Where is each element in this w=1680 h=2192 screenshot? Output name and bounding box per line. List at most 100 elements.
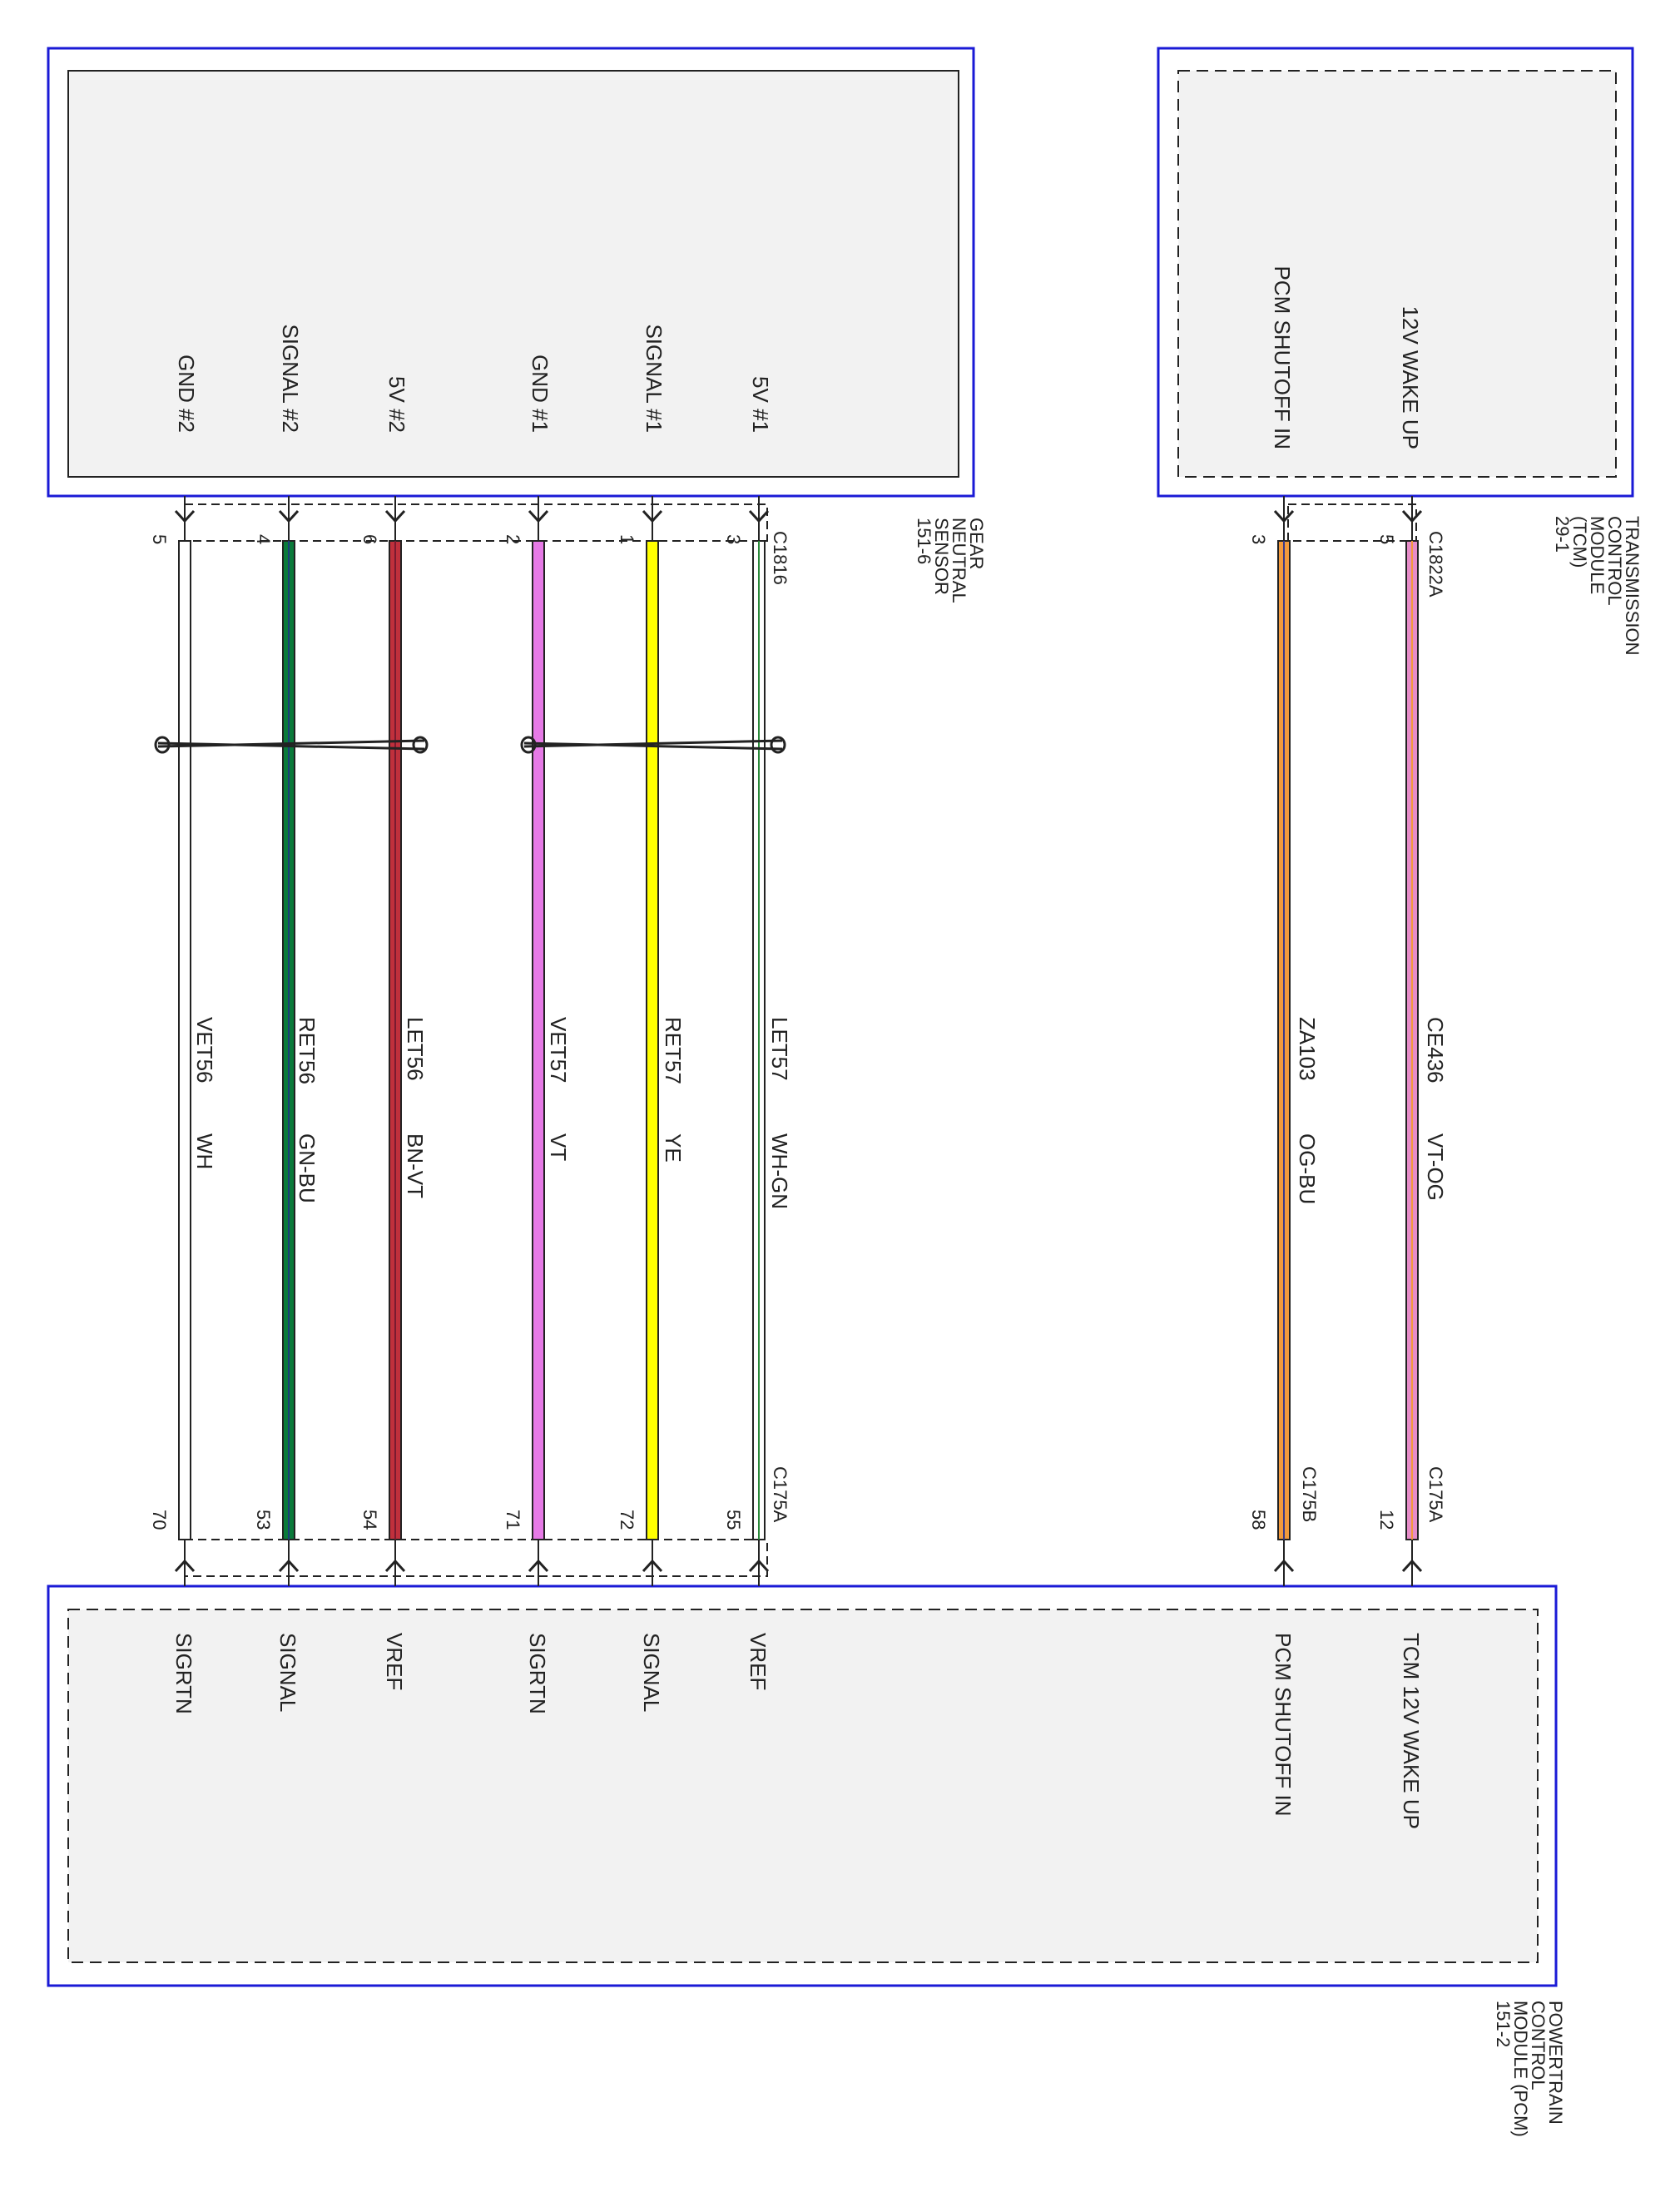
tcm-pin-numbers: 3 5 bbox=[1248, 534, 1397, 544]
twisted-pair-marks bbox=[154, 736, 786, 754]
tcm-title-line: MODULE bbox=[1587, 516, 1608, 594]
wire-circuit: LET57 bbox=[767, 1017, 792, 1081]
pcm-pin-label: VREF bbox=[746, 1633, 771, 1690]
wires-layer bbox=[174, 496, 1423, 1586]
pcm-pin-label: TCM 12V WAKE UP bbox=[1399, 1633, 1424, 1829]
pcm-connector-id: C175A bbox=[770, 1466, 790, 1523]
gns-pin-number: 3 bbox=[723, 534, 744, 544]
pcm-pin-number: 58 bbox=[1248, 1510, 1269, 1530]
pcm-pin-number: 53 bbox=[253, 1510, 274, 1530]
gns-pin-labels: GND #2 SIGNAL #2 5V #2 GND #1 SIGNAL #1 … bbox=[174, 324, 773, 433]
wire-circuit: RET57 bbox=[661, 1017, 686, 1084]
connector-arrow-bottom bbox=[748, 1559, 770, 1573]
connector-arrow-top bbox=[278, 509, 300, 523]
pcm-pin-labels: SIGRTN SIGNAL VREF SIGRTN SIGNAL VREF PC… bbox=[171, 1633, 1424, 1829]
gns-title-line: 151-6 bbox=[914, 518, 934, 564]
gns-title-line: NEUTRAL bbox=[949, 518, 969, 603]
wire-circuit: VET57 bbox=[546, 1017, 571, 1084]
gns-title-line: GEAR bbox=[966, 518, 987, 569]
pcm-pin-number: 54 bbox=[359, 1510, 380, 1530]
pcm-pin-number: 12 bbox=[1376, 1510, 1397, 1530]
pcm-connector-ids: C175A C175B C175A bbox=[770, 1466, 1446, 1523]
wire-body bbox=[178, 540, 191, 1540]
connector-arrow-bottom bbox=[384, 1559, 406, 1573]
connector-arrow-top bbox=[528, 509, 549, 523]
connector-arrow-top bbox=[1273, 509, 1295, 523]
tcm-pin-labels: PCM SHUTOFF IN 12V WAKE UP bbox=[1270, 265, 1423, 449]
gns-connector-id: C1816 bbox=[770, 531, 790, 585]
pcm-title: POWERTRAIN CONTROL MODULE (PCM) 151-2 bbox=[1493, 2001, 1566, 2137]
gns-pin-number: 1 bbox=[617, 534, 637, 544]
tcm-title-line: (TCM) bbox=[1569, 516, 1590, 568]
connector-arrow-top bbox=[1401, 509, 1423, 523]
tcm-connector-id: C1822A bbox=[1425, 531, 1446, 598]
pcm-pin-number: 71 bbox=[503, 1510, 523, 1530]
pcm-pin-label: PCM SHUTOFF IN bbox=[1271, 1633, 1296, 1817]
connector-group-dashes bbox=[184, 503, 1417, 1577]
connector-arrow-bottom bbox=[528, 1559, 549, 1573]
pcm-title-line: MODULE (PCM) bbox=[1510, 2001, 1531, 2137]
gns-pin-number: 4 bbox=[253, 534, 274, 544]
gns-pin-numbers: 5 4 6 2 1 3 bbox=[149, 534, 744, 544]
gear-neutral-sensor-box bbox=[47, 47, 975, 498]
wire-color: GN-BU bbox=[295, 1133, 320, 1203]
tcm-box bbox=[1157, 47, 1634, 498]
wire-color: WH-GN bbox=[767, 1133, 792, 1209]
pcm-pin-numbers: 70 53 54 71 72 55 58 12 bbox=[149, 1510, 1397, 1530]
wire-color: OG-BU bbox=[1295, 1133, 1320, 1204]
gns-pin-label: GND #1 bbox=[528, 355, 553, 433]
tcm-title-line: CONTROL bbox=[1604, 516, 1625, 606]
wire-body bbox=[532, 540, 545, 1540]
pcm-connector-id: C175A bbox=[1425, 1466, 1446, 1523]
pcm-pin-number: 72 bbox=[617, 1510, 637, 1530]
pcm-pin-number: 55 bbox=[723, 1510, 744, 1530]
gns-pin-label: SIGNAL #2 bbox=[278, 324, 303, 433]
tcm-title-line: TRANSMISSION bbox=[1622, 516, 1643, 655]
wire-circuit: VET56 bbox=[192, 1017, 217, 1084]
pcm-title-line: CONTROL bbox=[1528, 2001, 1549, 2090]
pcm-pin-label: SIGRTN bbox=[525, 1633, 550, 1714]
connector-arrow-top bbox=[642, 509, 663, 523]
tcm-pin-label: PCM SHUTOFF IN bbox=[1270, 265, 1295, 449]
wire-labels: VET56 WH RET56 GN-BU LET56 BN-VT VET57 V… bbox=[192, 1017, 1448, 1209]
wire-color: WH bbox=[192, 1133, 217, 1169]
gns-pin-label: GND #2 bbox=[174, 355, 199, 433]
wire-circuit: LET56 bbox=[403, 1017, 428, 1081]
connector-arrow-top bbox=[384, 509, 406, 523]
wire-circuit: ZA103 bbox=[1295, 1017, 1320, 1081]
pcm-pin-label: VREF bbox=[382, 1633, 407, 1690]
gns-pin-number: 2 bbox=[503, 534, 523, 544]
gns-pin-number: 5 bbox=[149, 534, 170, 544]
pcm-title-line: POWERTRAIN bbox=[1545, 2001, 1566, 2125]
pcm-title-line: 151-2 bbox=[1493, 2001, 1514, 2047]
pcm-pin-label: SIGNAL bbox=[639, 1633, 664, 1712]
gns-pin-label: 5V #2 bbox=[384, 376, 409, 433]
wire-color: VT-OG bbox=[1423, 1133, 1448, 1201]
gns-pin-label: SIGNAL #1 bbox=[642, 324, 667, 433]
connector-arrow-top bbox=[748, 509, 770, 523]
gns-pin-number: 6 bbox=[359, 534, 380, 544]
connector-arrow-top bbox=[174, 509, 196, 523]
gns-title-line: SENSOR bbox=[931, 518, 952, 595]
connector-arrow-bottom bbox=[642, 1559, 663, 1573]
wire-color: YE bbox=[661, 1133, 686, 1163]
pcm-pin-number: 70 bbox=[149, 1510, 170, 1530]
connector-arrow-bottom bbox=[278, 1559, 300, 1573]
gns-title: GEAR NEUTRAL SENSOR 151-6 bbox=[914, 518, 987, 603]
connector-arrow-bottom bbox=[1401, 1559, 1423, 1573]
connector-arrow-bottom bbox=[174, 1559, 196, 1573]
connector-arrow-bottom bbox=[1273, 1559, 1295, 1573]
wire-circuit: RET56 bbox=[295, 1017, 320, 1084]
wire-body bbox=[646, 540, 659, 1540]
pcm-pin-label: SIGNAL bbox=[275, 1633, 300, 1712]
wire-color: BN-VT bbox=[403, 1133, 428, 1198]
tcm-title: TRANSMISSION CONTROL MODULE (TCM) 29-1 bbox=[1552, 516, 1643, 655]
pcm-pin-label: SIGRTN bbox=[171, 1633, 196, 1714]
wire-color: VT bbox=[546, 1133, 571, 1161]
pcm-connector-id: C175B bbox=[1299, 1466, 1320, 1522]
tcm-pin-label: 12V WAKE UP bbox=[1398, 306, 1423, 449]
wire-circuit: CE436 bbox=[1423, 1017, 1448, 1084]
gns-pin-label: 5V #1 bbox=[748, 376, 773, 433]
